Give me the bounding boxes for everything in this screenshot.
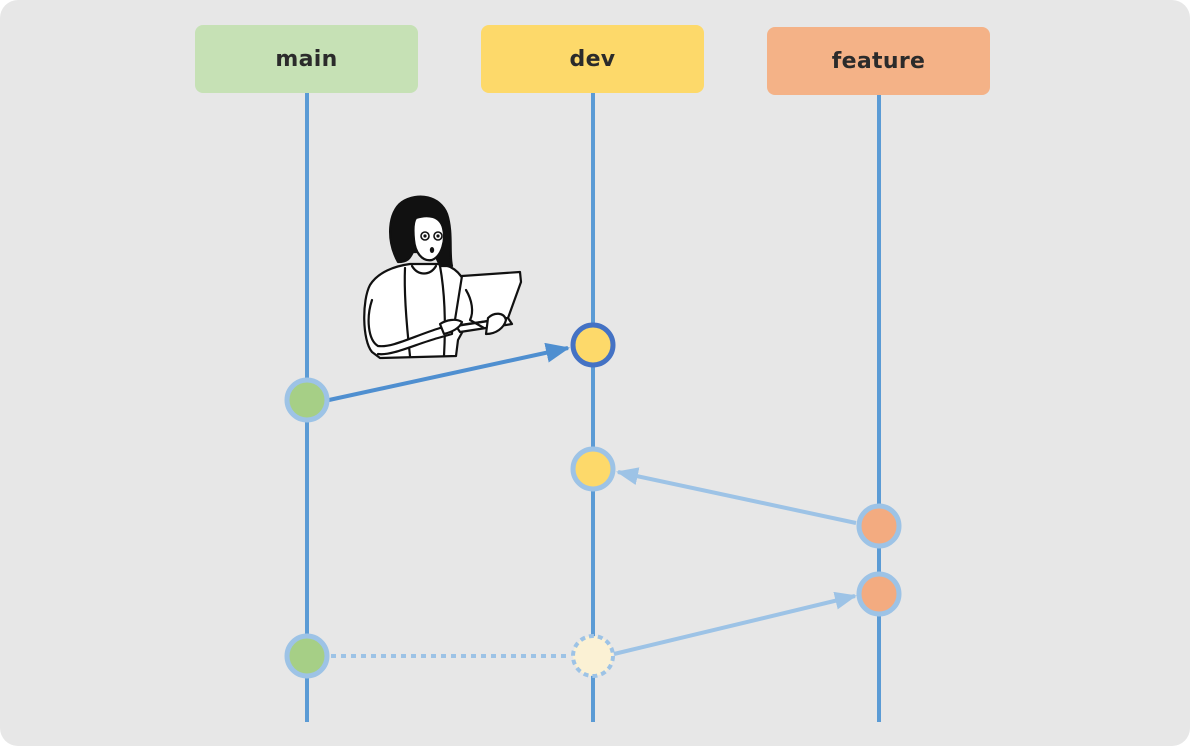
branch-label-main: main bbox=[195, 25, 418, 93]
commit-node-dev-pending bbox=[571, 634, 615, 678]
merge-arrow-main-to-dev bbox=[328, 342, 570, 402]
commit-node-dev bbox=[570, 446, 616, 492]
person-with-laptop-icon bbox=[363, 195, 523, 360]
commit-node-main bbox=[284, 633, 330, 679]
branch-arrow-dev-to-feature bbox=[613, 591, 857, 656]
merge-arrow-feature-to-dev bbox=[616, 467, 857, 525]
branch-label-feature: feature bbox=[767, 27, 990, 95]
branch-label-dev: dev bbox=[481, 25, 704, 93]
commit-node-main bbox=[284, 377, 330, 423]
commit-node-dev-highlighted bbox=[570, 322, 616, 368]
commit-node-feature bbox=[856, 503, 902, 549]
commit-node-feature bbox=[856, 571, 902, 617]
